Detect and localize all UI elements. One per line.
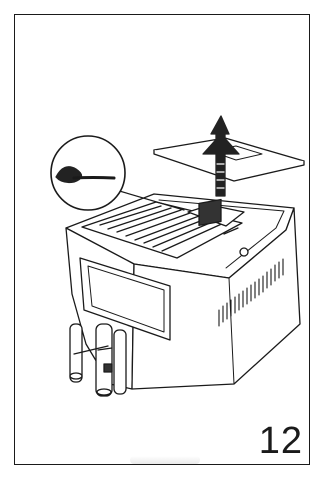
measuring-spoon-callout [51,136,125,210]
bottom-shadow [130,456,200,464]
machine-body [66,194,300,396]
page-number: 12 [259,422,303,460]
machine-illustration [14,14,310,465]
